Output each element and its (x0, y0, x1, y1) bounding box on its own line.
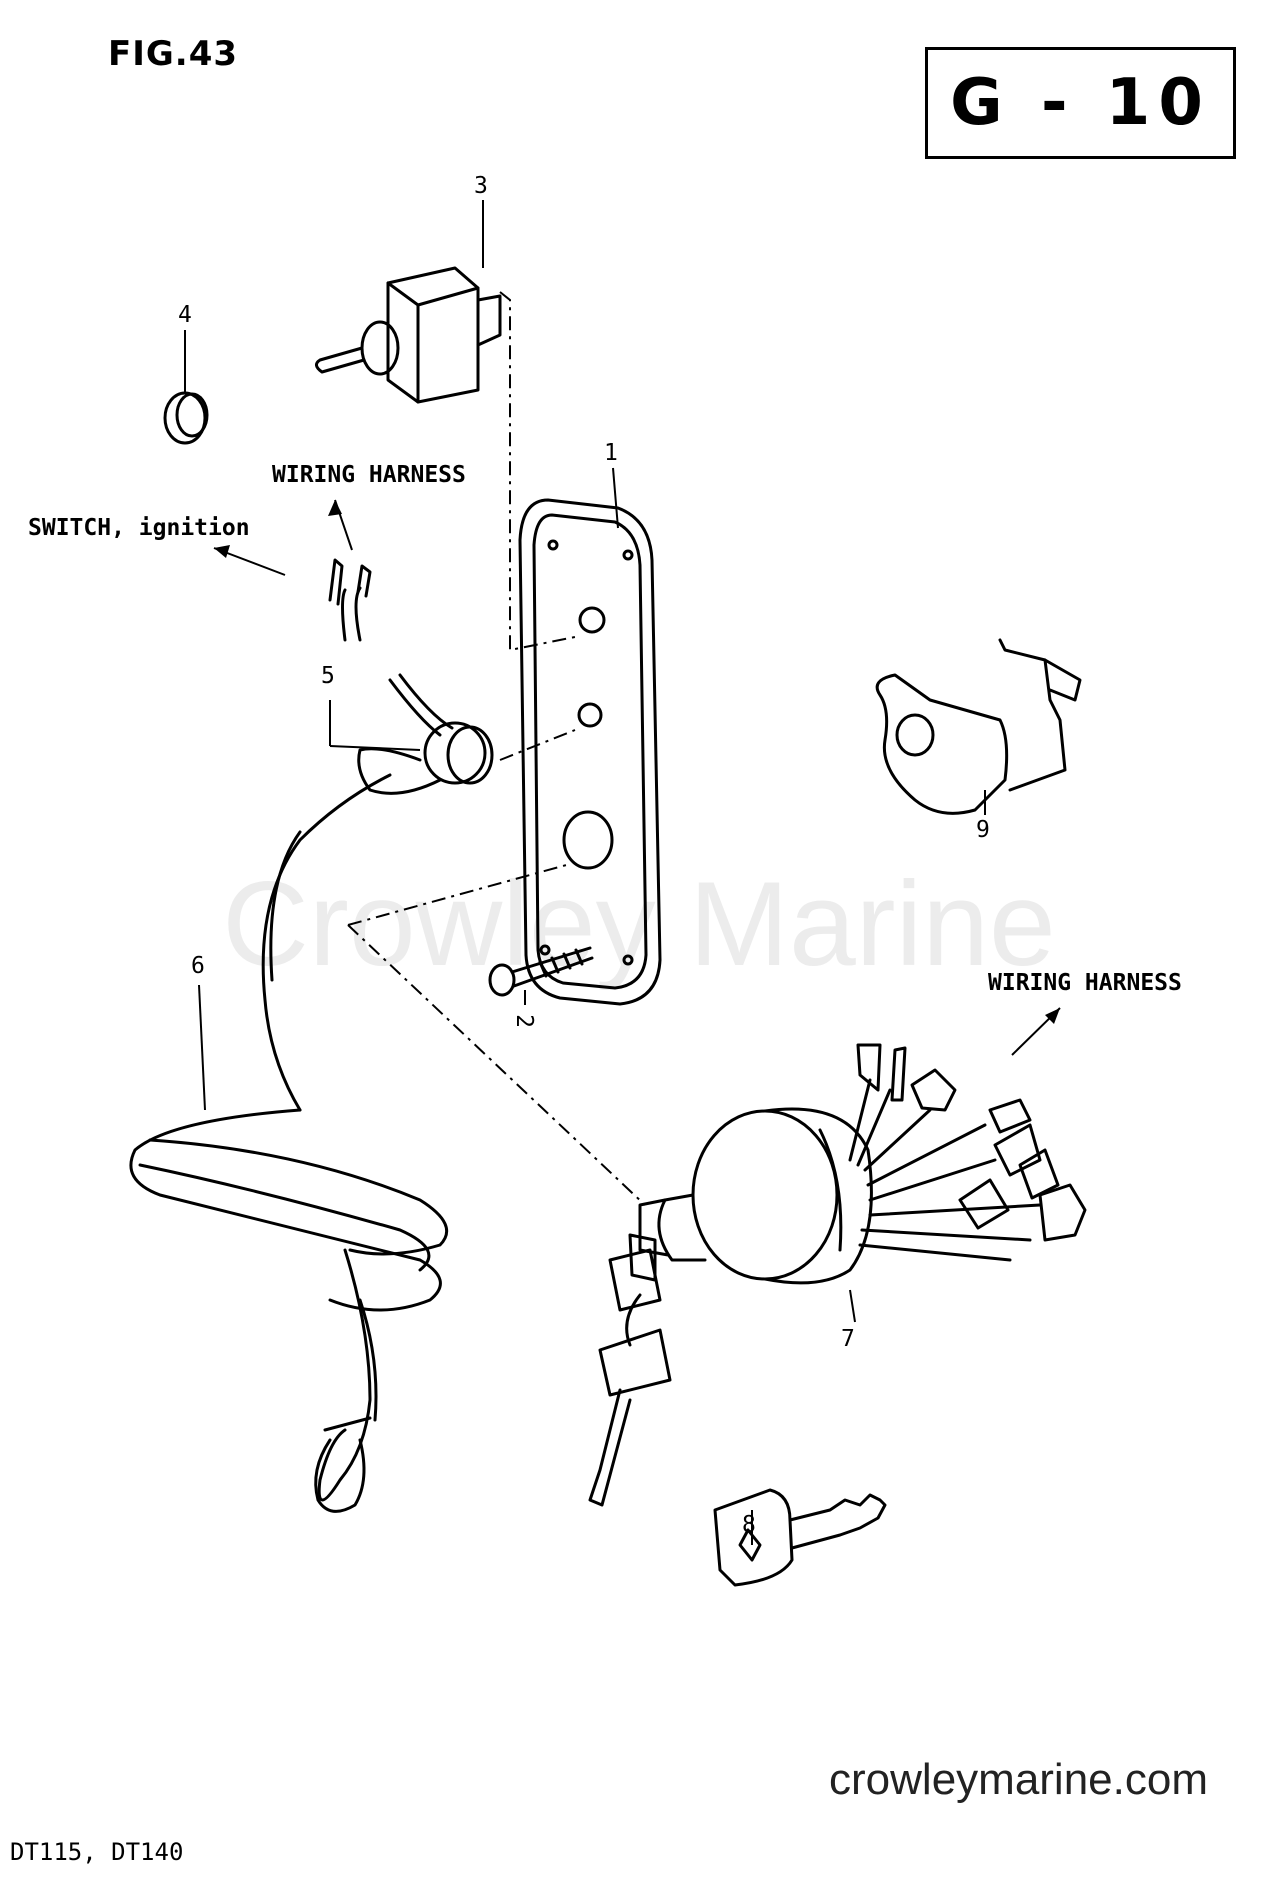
callout-5: 5 (321, 663, 335, 689)
panel-plate (518, 498, 662, 1006)
toggle-switch (315, 266, 502, 404)
model-label: DT115, DT140 (10, 1838, 184, 1866)
bracket (875, 638, 1082, 815)
callout-7: 7 (841, 1326, 855, 1352)
ignition-switch (588, 1043, 1087, 1507)
spare-key (713, 1488, 887, 1587)
website-label: crowleymarine.com (829, 1755, 1208, 1804)
screw (488, 946, 594, 997)
label-wiring-harness-right: WIRING HARNESS (988, 970, 1182, 996)
section-code-box (925, 47, 1236, 159)
watermark-text: Crowley Marine (222, 857, 1056, 991)
cap (163, 391, 209, 445)
callout-1: 1 (604, 440, 618, 466)
callout-8: 8 (742, 1512, 756, 1538)
callout-4: 4 (178, 302, 192, 328)
figure-label: FIG.43 (108, 34, 239, 74)
callout-2: 2 (510, 1014, 537, 1028)
stop-switch (129, 558, 494, 1513)
callout-6: 6 (191, 953, 205, 979)
callout-9: 9 (976, 817, 990, 843)
label-switch-ignition: SWITCH, ignition (28, 515, 250, 541)
callout-3: 3 (474, 173, 488, 199)
label-wiring-harness-top: WIRING HARNESS (272, 462, 466, 488)
section-code: G - 10 (950, 66, 1211, 140)
